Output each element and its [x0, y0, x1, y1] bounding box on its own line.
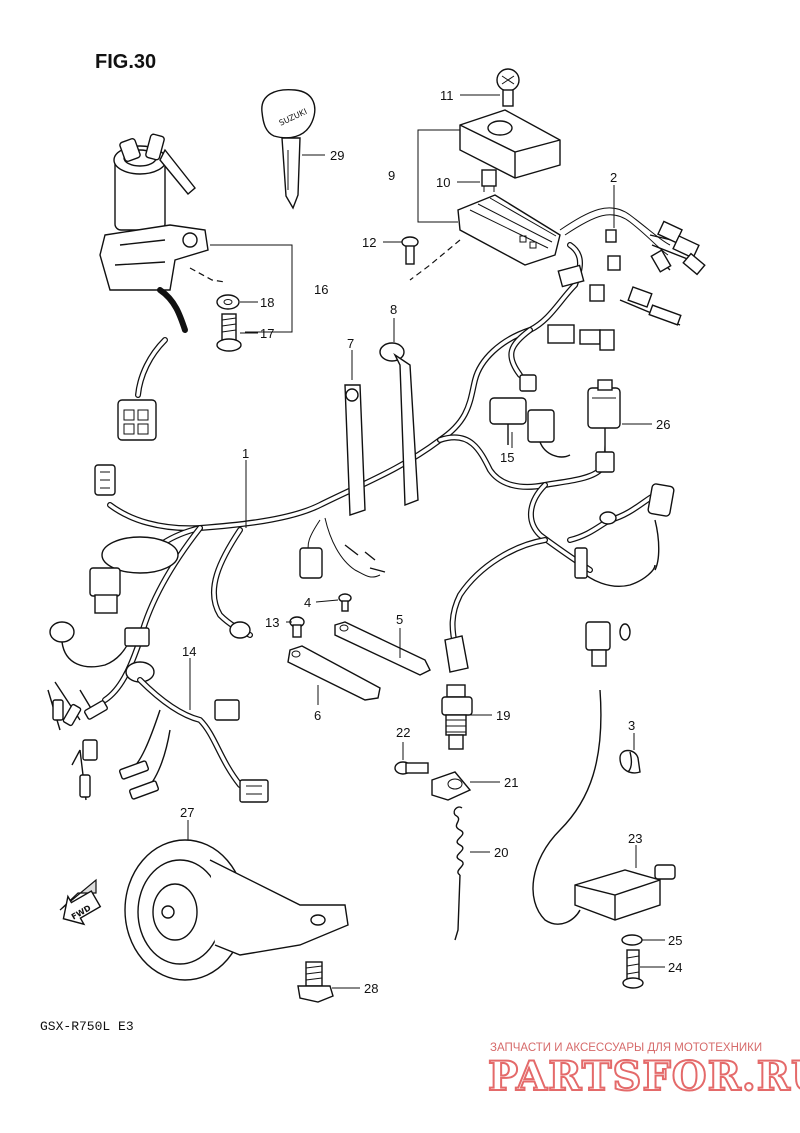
- fwd-arrow-icon: FWD: [59, 878, 102, 926]
- label-8: 8: [390, 302, 397, 317]
- cable-tie-7: [344, 384, 366, 516]
- screw-13: [289, 616, 305, 638]
- fuse-box-screw-12: [401, 236, 419, 265]
- label-21: 21: [504, 775, 518, 790]
- label-13: 13: [265, 615, 279, 630]
- label-7: 7: [347, 336, 354, 351]
- label-23: 23: [628, 831, 642, 846]
- label-9: 9: [388, 168, 395, 183]
- label-22: 22: [396, 725, 410, 740]
- spring-20: [453, 806, 464, 941]
- model-code: GSX-R750L E3: [40, 1019, 134, 1034]
- fuse-10: [481, 169, 497, 192]
- harness-connector-left: [94, 464, 386, 639]
- clamp-3: [619, 749, 641, 774]
- label-10: 10: [436, 175, 450, 190]
- washer-18: [216, 294, 240, 310]
- screw-4: [338, 593, 352, 612]
- label-25: 25: [668, 933, 682, 948]
- watermark-tagline: ЗАПЧАСТИ И АКСЕССУАРЫ ДЛЯ МОТОТЕХНИКИ: [490, 1042, 762, 1054]
- label-5: 5: [396, 612, 403, 627]
- label-2: 2: [610, 170, 617, 185]
- headlight-connectors: [547, 220, 706, 351]
- ignition-switch: [99, 133, 226, 441]
- label-29: 29: [330, 148, 344, 163]
- fuse-box-base: [409, 194, 561, 281]
- fuse-box-screw-11: [496, 68, 520, 107]
- label-3: 3: [628, 718, 635, 733]
- side-stand-switch-23: [532, 621, 676, 925]
- clamp-plate-5: [334, 621, 431, 676]
- bracket-21: [431, 771, 472, 801]
- label-17: 17: [260, 326, 274, 341]
- screw-17: [216, 313, 242, 352]
- label-14: 14: [182, 644, 196, 659]
- label-20: 20: [494, 845, 508, 860]
- washer-25: [621, 934, 643, 946]
- label-16: 16: [314, 282, 328, 297]
- bolt-24: [622, 949, 644, 989]
- label-4: 4: [304, 595, 311, 610]
- bolt-28: [297, 961, 334, 1003]
- figure-title: FIG.30: [95, 51, 156, 73]
- fuse-box-cover: [459, 109, 561, 179]
- ignition-key: SUZUKI: [261, 88, 316, 210]
- main-wiring-harness: [102, 207, 671, 703]
- watermark: ЗАПЧАСТИ И АКСЕССУАРЫ ДЛЯ МОТОТЕХНИКИ PA…: [487, 1042, 800, 1101]
- horn-27: [124, 839, 349, 981]
- label-11: 11: [440, 88, 454, 103]
- label-18: 18: [260, 295, 274, 310]
- battery-leads: [567, 483, 675, 587]
- part-labels: 11 9 10 12 2 29 16 18 17 8 7 1 15 26 4 1…: [180, 88, 682, 996]
- label-12: 12: [362, 235, 376, 250]
- label-15: 15: [500, 450, 514, 465]
- handlebar-switch-leads-14: [47, 536, 269, 803]
- label-6: 6: [314, 708, 321, 723]
- turn-signal-relay-26: [587, 379, 621, 473]
- label-27: 27: [180, 805, 194, 820]
- watermark-brand: PARTSFOR.RU: [488, 1053, 800, 1100]
- clamp-plate-6: [287, 645, 381, 701]
- label-26: 26: [656, 417, 670, 432]
- label-1: 1: [242, 446, 249, 461]
- leader-9: [417, 129, 460, 223]
- screw-22: [394, 761, 429, 775]
- label-24: 24: [668, 960, 682, 975]
- starter-relay-15: [489, 374, 571, 458]
- cable-tie-8: [379, 342, 419, 507]
- leader-lines: [187, 94, 665, 989]
- label-19: 19: [496, 708, 510, 723]
- rear-brake-switch-19: [441, 537, 548, 750]
- label-28: 28: [364, 981, 378, 996]
